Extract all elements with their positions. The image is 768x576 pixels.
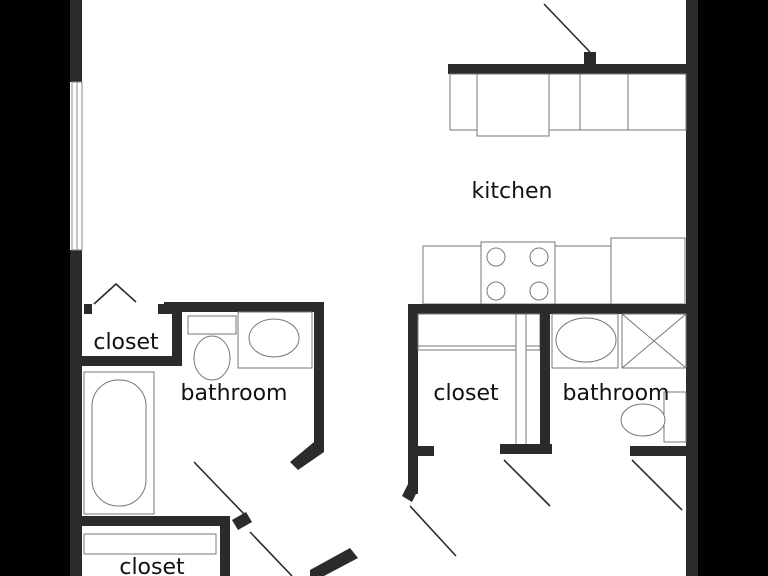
room-label-closet-bottom: closet xyxy=(119,555,185,576)
room-label-bathroom-right: bathroom xyxy=(563,381,670,406)
bathroom-left-fixtures xyxy=(83,311,313,515)
kitchen-lower-counter xyxy=(422,237,686,305)
closet-center-walls xyxy=(402,304,688,557)
kitchen-upper-cabinets xyxy=(448,3,688,137)
room-label-closet-center: closet xyxy=(433,381,499,406)
closet-bottom-walls xyxy=(80,512,358,576)
room-label-bathroom-left: bathroom xyxy=(181,381,288,406)
room-label-closet-left: closet xyxy=(93,330,159,355)
bathroom-right-fixtures xyxy=(551,313,688,511)
room-label-kitchen: kitchen xyxy=(472,179,553,204)
bathroom-left-walls xyxy=(70,302,324,576)
